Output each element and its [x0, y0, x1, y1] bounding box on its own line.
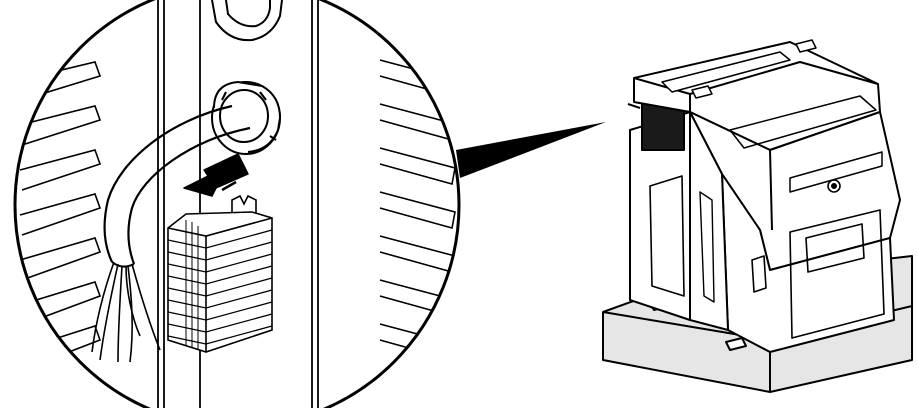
cabinet-latch: [751, 255, 767, 293]
right-vent-louvers: [379, 59, 456, 362]
cable: [91, 104, 251, 363]
cable-wires: [91, 261, 161, 363]
upper-gland-nut: [211, 0, 283, 42]
enclosure-cabinet: [602, 39, 913, 393]
insertion-arrow: [183, 153, 249, 197]
terminal-modules: [167, 220, 273, 350]
cable-gland-nut: [211, 80, 282, 155]
cabinet-vent-grille: [641, 103, 685, 151]
magnifier-outline: [13, 0, 461, 408]
callout-pointer: [456, 122, 606, 178]
terminal-block: [167, 194, 273, 353]
left-vent-louvers: [19, 61, 102, 371]
